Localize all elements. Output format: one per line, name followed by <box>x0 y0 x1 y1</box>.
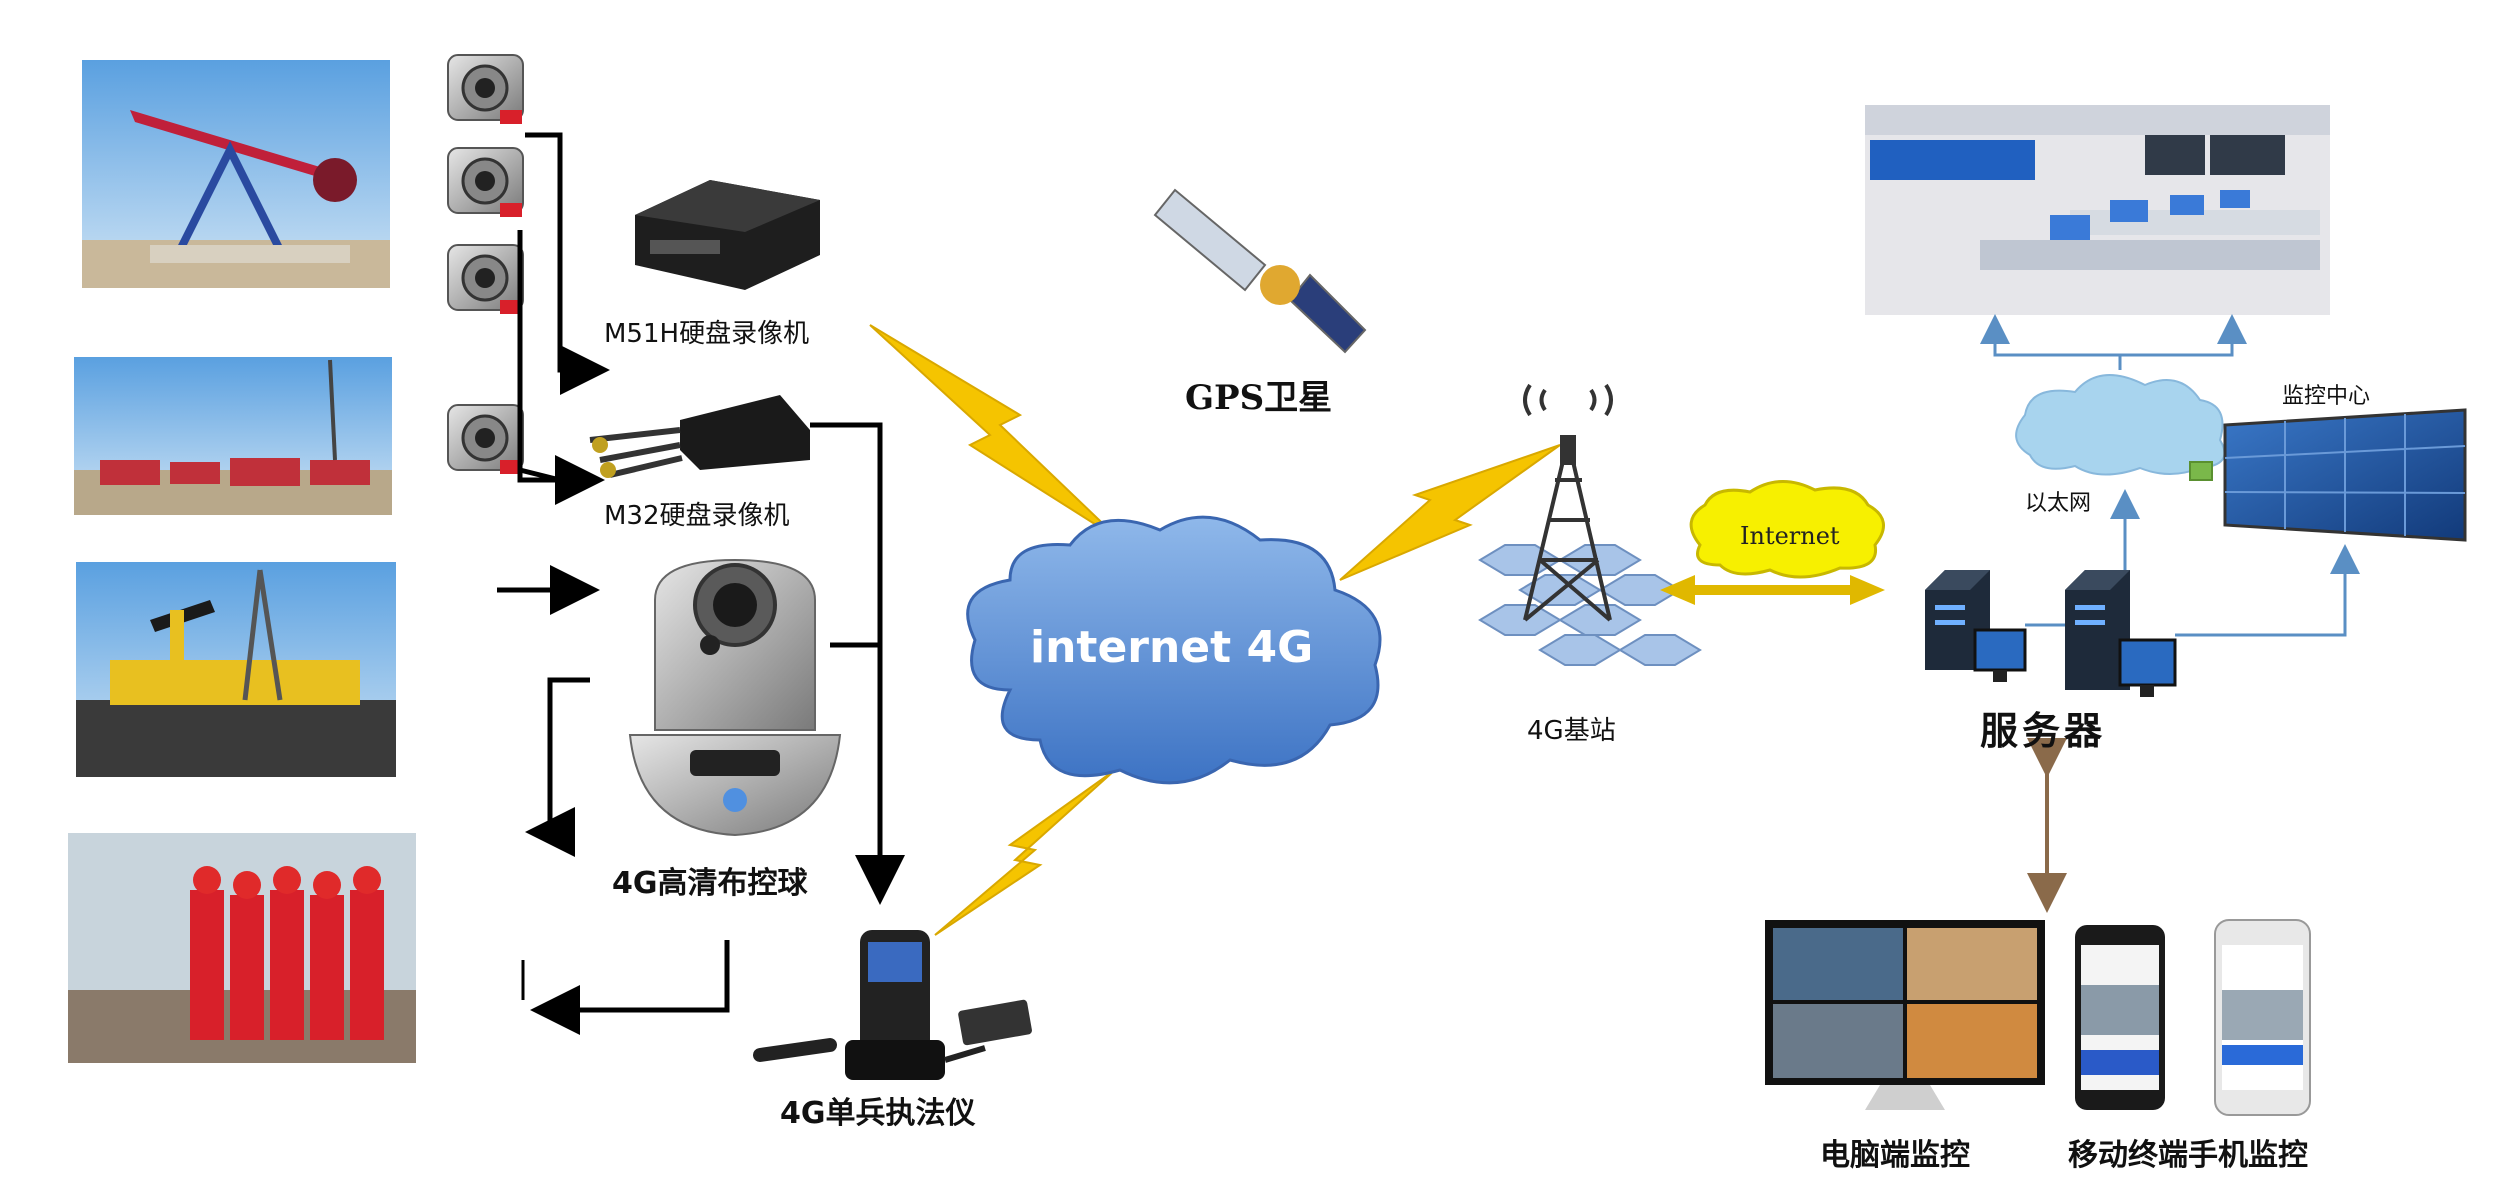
oil-workers-photo <box>68 833 416 1063</box>
base-station-label: 4G基站 <box>1527 716 1616 746</box>
cloud-label: internet 4G <box>1030 622 1314 673</box>
gps-satellite <box>1153 188 1367 354</box>
base-station-tower <box>1478 383 1702 666</box>
m32-to-handheld-link <box>810 422 905 905</box>
m32-dvr-label: M32硬盘录像机 <box>604 501 790 531</box>
monitor-center-label: 监控中心 <box>2282 384 2371 409</box>
server-1 <box>1925 570 2027 682</box>
center-network-lines <box>1980 314 2360 637</box>
video-wall <box>2223 408 2467 542</box>
internet-4g-cloud <box>966 515 1382 785</box>
camera-links <box>517 132 610 505</box>
ethernet-cloud <box>2015 374 2226 481</box>
ex-camera-1 <box>447 54 524 124</box>
server-2 <box>2065 570 2177 697</box>
m51h-dvr-device <box>635 180 820 290</box>
ptz-dome-camera <box>628 558 842 837</box>
phone-android <box>2075 925 2165 1110</box>
oil-pumpjack-photo <box>82 60 390 288</box>
ptz-camera-label: 4G高清布控球 <box>612 866 808 901</box>
internet-cloud <box>1689 480 1885 579</box>
monitoring-center-photo <box>1865 105 2330 315</box>
ex-camera-3 <box>447 244 524 314</box>
m32-dvr-device <box>589 395 810 478</box>
handheld-recorder <box>753 930 1032 1080</box>
ex-camera-4 <box>447 404 524 474</box>
pc-monitor-label: 电脑端监控 <box>1820 1138 1970 1173</box>
internet-label: Internet <box>1740 522 1840 550</box>
drilling-rig-photo <box>76 562 396 777</box>
ethernet-label: 以太网 <box>2025 491 2092 516</box>
phone-iphone <box>2214 919 2311 1116</box>
server-label: 服务器 <box>1980 708 2107 753</box>
m51h-dvr-label: M51H硬盘录像机 <box>604 319 810 349</box>
arrow-handheld-back <box>530 940 730 1035</box>
gps-label: GPS卫星 <box>1185 378 1333 418</box>
internet-double-arrow <box>1660 575 1885 605</box>
arrow-ptz-back <box>525 677 590 857</box>
pc-monitor <box>1765 920 2045 1110</box>
mobile-monitor-label: 移动终端手机监控 <box>2068 1138 2308 1173</box>
oil-field-trucks-photo <box>74 357 392 515</box>
lightning-bolts <box>869 324 1561 936</box>
ex-camera-2 <box>447 147 524 217</box>
handheld-label: 4G单兵执法仪 <box>780 1096 976 1131</box>
